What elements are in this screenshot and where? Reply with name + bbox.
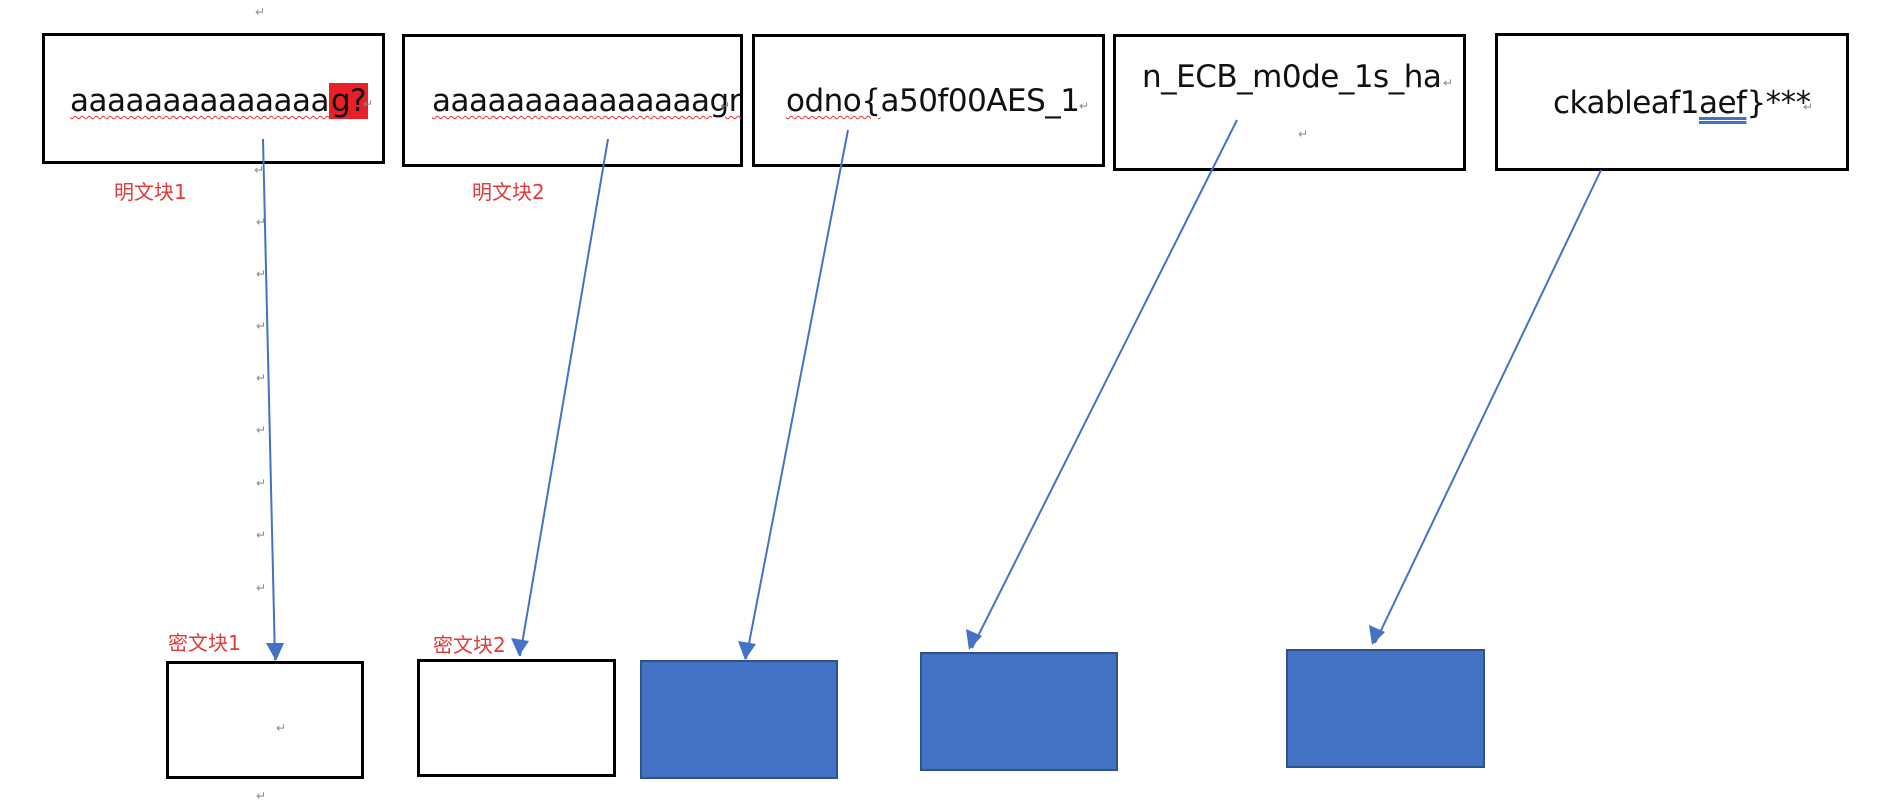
ciphertext-block-1 [166,661,364,779]
paragraph-mark: ↵ [276,721,287,735]
paragraph-mark: ↵ [720,99,731,113]
arrowhead-3 [738,641,756,660]
plaintext-block-5 [1495,33,1849,171]
arrow-block-5 [1374,169,1602,644]
paragraph-mark: ↵ [254,163,265,177]
plaintext-block-3-text: odno{a50f00AES_1 [786,83,1080,119]
plaintext-block-2-label: 明文块2 [472,180,545,204]
paragraph-mark: ↵ [255,5,266,19]
ciphertext-block-4 [920,652,1118,771]
highlighted-chars: g? [328,83,369,119]
paragraph-mark: ↵ [256,581,267,595]
ciphertext-block-3 [640,660,838,779]
ciphertext-block-2-label: 密文块2 [433,633,506,657]
paragraph-mark: ↵ [1298,127,1309,141]
arrowhead-5 [1369,625,1385,645]
paragraph-mark: ↵ [256,371,267,385]
arrowhead-4 [966,629,982,650]
paragraph-mark: ↵ [1443,76,1454,90]
paragraph-mark: ↵ [363,97,374,111]
arrowhead-2 [511,638,529,656]
plaintext-block-1-text: aaaaaaaaaaaaaag? [70,83,369,119]
arrow-block-2 [519,138,609,657]
plaintext-block-1-label: 明文块1 [114,180,187,204]
ciphertext-block-5 [1286,649,1485,768]
paragraph-mark: ↵ [256,319,267,333]
arrow-block-3 [745,129,849,660]
ciphertext-block-1-label: 密文块1 [168,631,241,655]
paragraph-mark: ↵ [256,267,267,281]
paragraph-mark: ↵ [256,423,267,437]
paragraph-mark: ↵ [1803,100,1814,114]
arrow-block-1 [262,138,276,661]
ciphertext-block-2 [417,659,616,777]
plaintext-block-4 [1113,34,1466,171]
plaintext-block-2 [402,34,743,167]
plaintext-block-4-text: n_ECB_m0de_1s_ha [1142,59,1442,95]
paragraph-mark: ↵ [1079,99,1090,113]
paragraph-mark: ↵ [256,528,267,542]
plaintext-block-1 [42,33,385,164]
paragraph-mark: ↵ [256,215,267,229]
arrow-block-4 [971,119,1238,649]
paragraph-mark: ↵ [256,476,267,490]
plaintext-block-5-text: ckableaf1aef}*** [1553,85,1811,121]
plaintext-block-2-text: aaaaaaaaaaaaaaagr [432,83,741,119]
arrowhead-1 [266,643,284,661]
plaintext-block-3 [752,34,1105,167]
